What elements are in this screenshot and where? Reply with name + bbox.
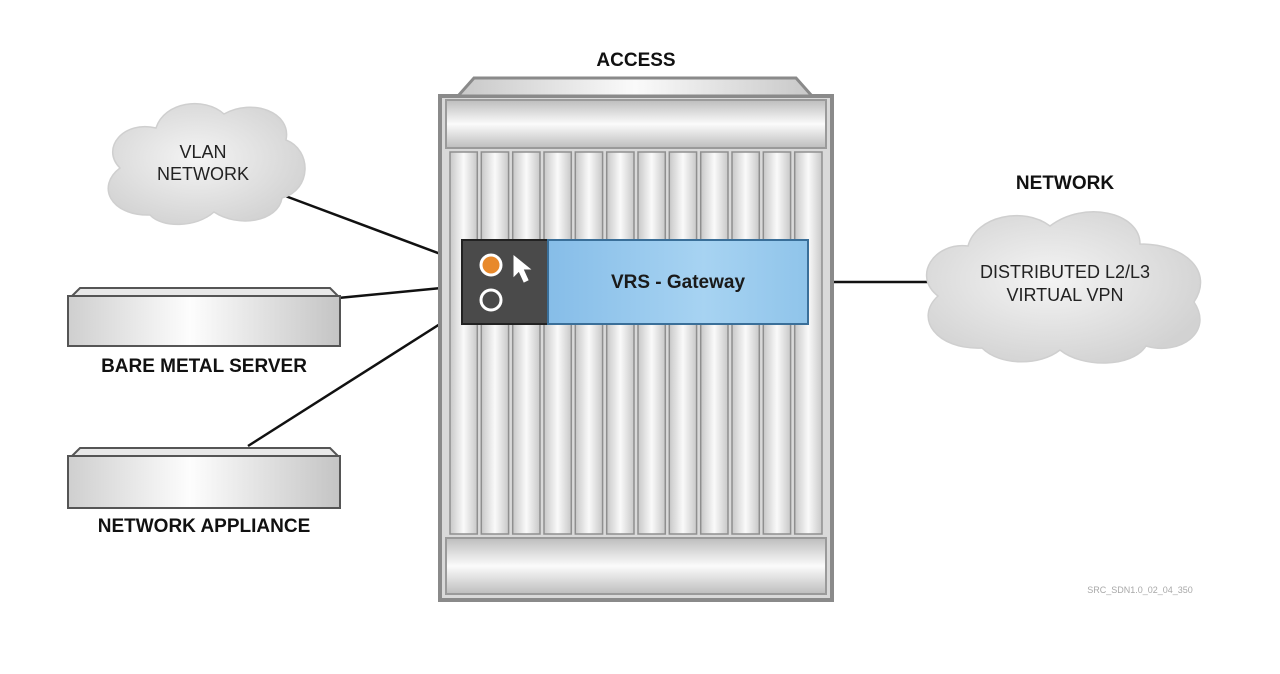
cloud-icon: DISTRIBUTED L2/L3 VIRTUAL VPN [925,211,1202,364]
vrs-gateway-module: VRS - Gateway [461,239,809,325]
chassis-slot [793,151,823,535]
chassis-slot [699,151,729,535]
indicator-led-icon [479,288,503,312]
reference-code: SRC_SDN1.0_02_04_350 [1087,585,1193,595]
chassis-slot [668,151,698,535]
link-appliance [247,308,463,448]
link-vlan [279,192,463,264]
chassis-slot [543,151,573,535]
gateway-label: VRS - Gateway [611,272,746,293]
network-label-line1: DISTRIBUTED L2/L3 [980,262,1150,282]
vlan-label-line2: NETWORK [157,164,249,184]
chassis-slot [731,151,761,535]
chassis-slots [449,151,823,535]
chassis-slot [511,151,541,535]
network-heading: NETWORK [1016,173,1114,194]
appliance-label: NETWORK APPLIANCE [98,516,311,537]
chassis-slot [449,151,479,535]
server-icon [67,287,341,347]
vlan-label-line1: VLAN [179,142,226,162]
bare-metal-label: BARE METAL SERVER [101,356,307,377]
server-icon [67,447,341,509]
access-title: ACCESS [596,50,675,71]
cursor-arrow-icon [513,254,532,283]
chassis-slot [605,151,635,535]
chassis-slot [574,151,604,535]
chassis-slot [480,151,510,535]
cloud-icon: VLAN NETWORK [107,102,306,226]
chassis-slot [637,151,667,535]
chassis-icon [438,76,834,602]
indicator-led-icon [479,253,503,277]
network-label-line2: VIRTUAL VPN [1006,285,1123,305]
chassis-slot [762,151,792,535]
